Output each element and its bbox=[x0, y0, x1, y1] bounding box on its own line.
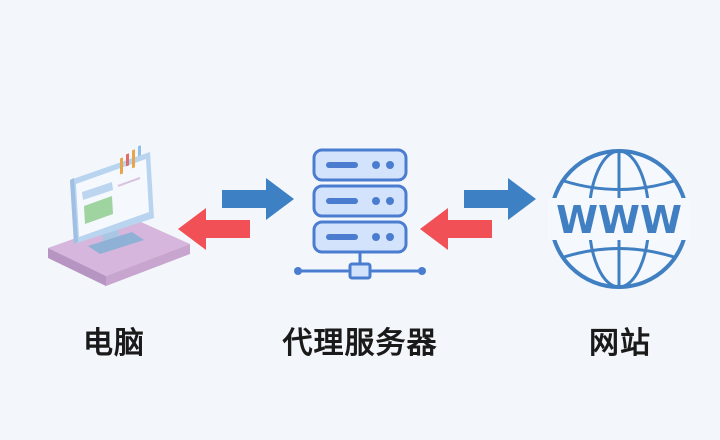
globe-www-text: WWW bbox=[556, 198, 682, 242]
computer-node bbox=[40, 140, 200, 305]
server-icon bbox=[294, 148, 426, 280]
computer-label: 电脑 bbox=[83, 326, 145, 361]
arrow-proxy-to-computer bbox=[178, 208, 250, 250]
website-label: 网站 bbox=[589, 326, 651, 361]
website-node: WWW bbox=[546, 146, 692, 292]
arrow-left-icon bbox=[420, 208, 492, 250]
proxy-server-node bbox=[292, 148, 428, 284]
arrow-proxy-to-website bbox=[464, 178, 536, 220]
computer-icon bbox=[48, 145, 190, 286]
proxy-server-label: 代理服务器 bbox=[282, 326, 438, 361]
globe-icon: WWW bbox=[548, 149, 690, 289]
arrow-left-icon bbox=[178, 208, 250, 250]
arrow-right-icon bbox=[222, 178, 294, 220]
arrow-right-icon bbox=[464, 178, 536, 220]
arrow-computer-to-proxy bbox=[222, 178, 294, 220]
arrow-website-to-proxy bbox=[420, 208, 492, 250]
